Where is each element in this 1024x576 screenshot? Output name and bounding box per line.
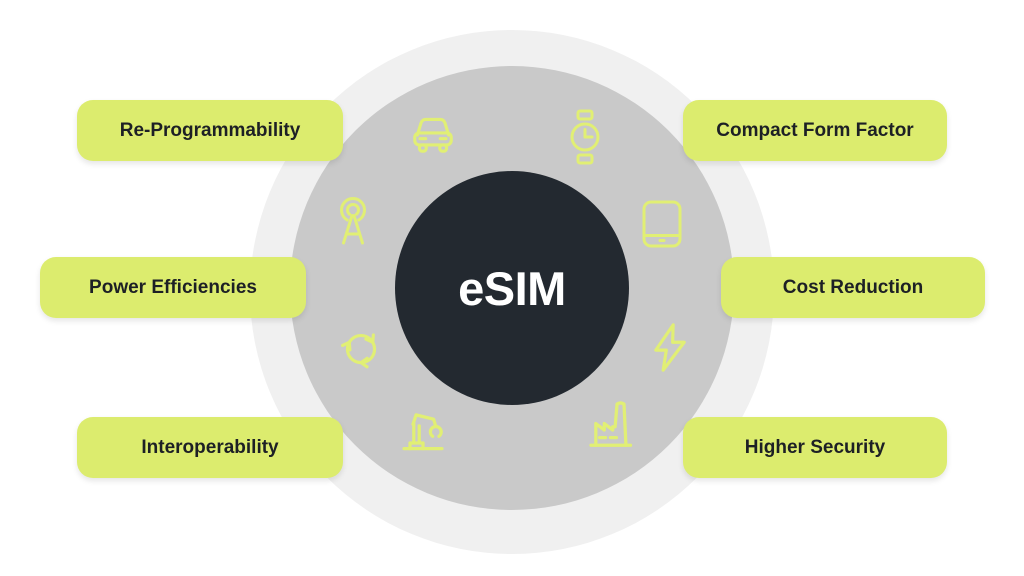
lightning-bolt-icon [650, 321, 690, 374]
antenna-tower-icon [331, 196, 375, 246]
benefit-pill-compact-form-factor: Compact Form Factor [683, 100, 947, 161]
benefit-pill-re-programmability: Re-Programmability [77, 100, 343, 161]
benefit-pill-power-efficiencies: Power Efficiencies [40, 257, 306, 318]
smartwatch-icon [568, 109, 602, 165]
tablet-icon [639, 199, 685, 249]
recycle-icon [334, 321, 388, 373]
robot-arm-icon [397, 401, 449, 453]
benefit-label: Re-Programmability [119, 119, 301, 141]
car-icon [408, 113, 458, 157]
esim-center-circle: eSIM [395, 171, 629, 405]
benefit-label: Power Efficiencies [89, 276, 257, 298]
esim-label: eSIM [458, 261, 566, 315]
benefit-pill-cost-reduction: Cost Reduction [721, 257, 985, 318]
benefit-pill-interoperability: Interoperability [77, 417, 343, 478]
benefit-label: Higher Security [744, 436, 886, 458]
benefit-label: Cost Reduction [782, 276, 924, 298]
benefit-label: Compact Form Factor [716, 119, 914, 141]
benefit-label: Interoperability [141, 436, 279, 458]
factory-icon [584, 397, 638, 449]
benefit-pill-higher-security: Higher Security [683, 417, 947, 478]
